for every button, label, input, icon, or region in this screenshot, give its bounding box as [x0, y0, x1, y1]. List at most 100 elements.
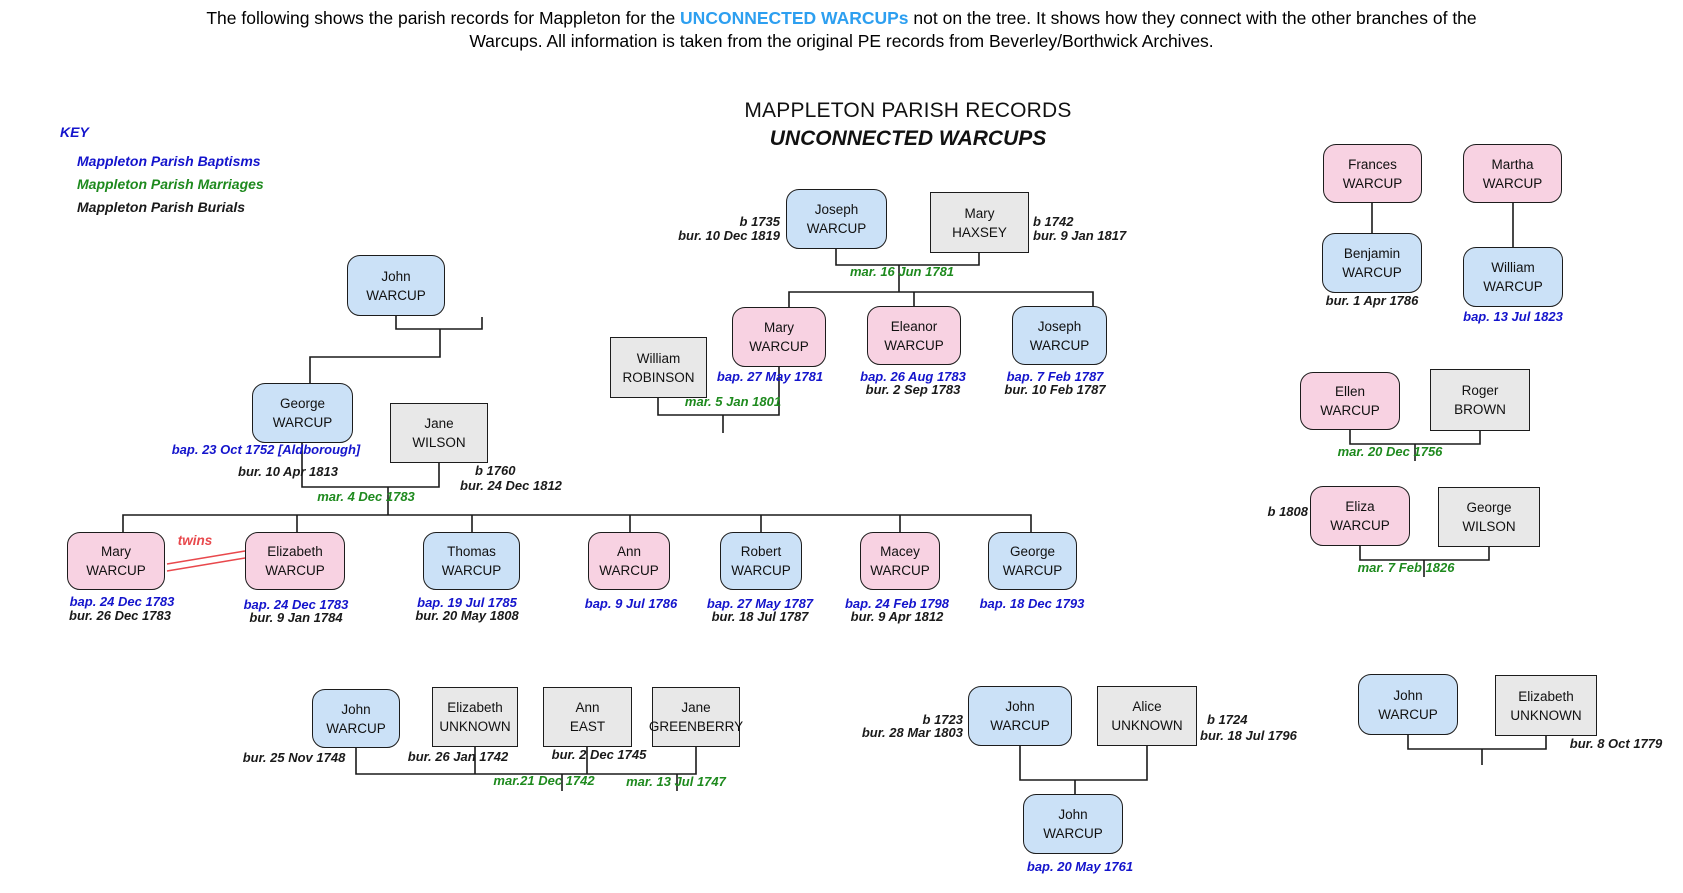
person-given-name: Mary — [964, 205, 995, 221]
person-surname: WARCUP — [441, 563, 502, 578]
label-mary-1783-bap: bap. 24 Dec 1783 — [69, 594, 175, 609]
person-surname: EAST — [569, 719, 606, 734]
label-elizabeth-1783-bap: bap. 24 Dec 1783 — [243, 597, 349, 612]
label-joseph-sr-b: b 1735 — [739, 214, 780, 229]
legend-title: KEY — [60, 124, 89, 140]
label-mar-1747: mar. 13 Jul 1747 — [626, 774, 726, 789]
label-john-1723-bur: bur. 28 Mar 1803 — [861, 725, 963, 740]
legend: KEY Mappleton Parish Baptisms Mappleton … — [60, 124, 264, 223]
label-george-1752-bur: bur. 10 Apr 1813 — [238, 464, 338, 479]
person-given-name: George — [279, 396, 326, 411]
label-mar-1826: mar. 7 Feb 1826 — [1357, 560, 1455, 575]
person-surname: WARCUP — [1029, 337, 1090, 353]
person-given-name: Ann — [575, 700, 600, 715]
person-surname: BROWN — [1454, 402, 1506, 417]
label-alice-bur: bur. 18 Jul 1796 — [1200, 728, 1297, 743]
page-description-line1: The following shows the parish records f… — [0, 7, 1683, 30]
label-ann-bap: bap. 9 Jul 1786 — [584, 596, 678, 611]
person-given-name: John — [1393, 687, 1423, 703]
person-surname: UNKNOWN — [1510, 707, 1582, 723]
label-john-br-bur: bur. 8 Oct 1779 — [1569, 736, 1663, 751]
person-surname: UNKNOWN — [439, 719, 511, 734]
person-given-name: Macey — [880, 544, 920, 559]
label-george-1752-bap: bap. 23 Oct 1752 [Aldborough] — [171, 442, 361, 457]
person-given-name: Elizabeth — [447, 700, 503, 715]
person-surname: WARCUP — [731, 563, 791, 578]
label-robert-bap: bap. 27 May 1787 — [706, 596, 814, 611]
label-macey-bur: bur. 9 Apr 1812 — [850, 609, 944, 624]
label-thomas-bur: bur. 20 May 1808 — [415, 608, 519, 623]
label-john-1761-bap: bap. 20 May 1761 — [1026, 859, 1134, 874]
person-given-name: Eliza — [1345, 499, 1375, 514]
person-surname: WARCUP — [326, 720, 386, 736]
legend-item-baptisms: Mappleton Parish Baptisms — [77, 153, 261, 169]
label-john-1723-b: b 1723 — [922, 712, 963, 727]
person-surname: WILSON — [1462, 519, 1516, 534]
label-mar-1781: mar. 16 Jun 1781 — [849, 264, 955, 279]
family-connector-lines — [122, 203, 1547, 794]
person-surname: WARCUP — [599, 563, 659, 578]
label-mar-1801: mar. 5 Jan 1801 — [684, 394, 782, 409]
person-surname: ROBINSON — [622, 369, 695, 385]
person-surname: WARCUP — [1482, 175, 1543, 191]
person-given-name: Mary — [101, 544, 131, 559]
label-haxsey-bur: bur. 9 Jan 1817 — [1033, 228, 1127, 243]
label-joseph-sr-bur: bur. 10 Dec 1819 — [678, 228, 780, 243]
person-given-name: Ellen — [1334, 384, 1366, 399]
label-eleanor-bap: bap. 26 Aug 1783 — [860, 369, 966, 384]
person-surname: WARCUP — [1342, 265, 1402, 280]
highlight-unconnected-warcups: UNCONNECTED WARCUPs — [680, 8, 909, 28]
label-mar-1742: mar.21 Dec 1742 — [493, 773, 595, 788]
person-given-name: John — [341, 701, 371, 717]
person-surname: UNKNOWN — [1111, 718, 1183, 733]
label-george-1793-bap: bap. 18 Dec 1793 — [979, 596, 1085, 611]
person-given-name: George — [1009, 544, 1056, 559]
person-surname: WARCUP — [1043, 826, 1103, 841]
person-given-name: George — [1466, 500, 1512, 515]
person-surname: WARCUP — [1342, 175, 1403, 191]
person-surname: WARCUP — [1378, 706, 1438, 722]
page-description-post: not on the tree. It shows how they conne… — [908, 8, 1477, 28]
person-given-name: Joseph — [1037, 318, 1082, 334]
person-given-name: William — [1491, 260, 1535, 275]
label-mar-1756: mar. 20 Dec 1756 — [1337, 444, 1443, 459]
person-surname: WILSON — [412, 435, 466, 450]
label-joseph-1787-bap: bap. 7 Feb 1787 — [1006, 369, 1104, 384]
person-surname: WARCUP — [749, 339, 809, 354]
label-jane-wilson-b: b 1760 — [475, 463, 516, 478]
legend-item-burials: Mappleton Parish Burials — [77, 199, 246, 215]
person-surname: WARCUP — [1483, 279, 1543, 294]
person-given-name: Elizabeth — [267, 544, 323, 559]
label-mary-1781-bap: bap. 27 May 1781 — [716, 369, 824, 384]
label-eliza-b: b 1808 — [1267, 504, 1308, 519]
label-benjamin-bur: bur. 1 Apr 1786 — [1325, 293, 1419, 308]
page-description-pre: The following shows the parish records f… — [206, 8, 681, 28]
label-william-1823-bap: bap. 13 Jul 1823 — [1463, 309, 1563, 324]
person-surname: WARCUP — [884, 337, 944, 353]
person-surname: GREENBERRY — [648, 719, 744, 734]
label-ann-east-bur: bur. 2 Dec 1745 — [551, 747, 647, 762]
page-description-line2: Warcups. All information is taken from t… — [469, 31, 1214, 51]
label-john-1748-bur: bur. 25 Nov 1748 — [242, 750, 346, 765]
person-given-name: John — [1005, 699, 1035, 714]
person-surname: WARCUP — [86, 563, 146, 578]
person-surname: WARCUP — [990, 718, 1050, 733]
person-given-name: Roger — [1461, 383, 1499, 398]
